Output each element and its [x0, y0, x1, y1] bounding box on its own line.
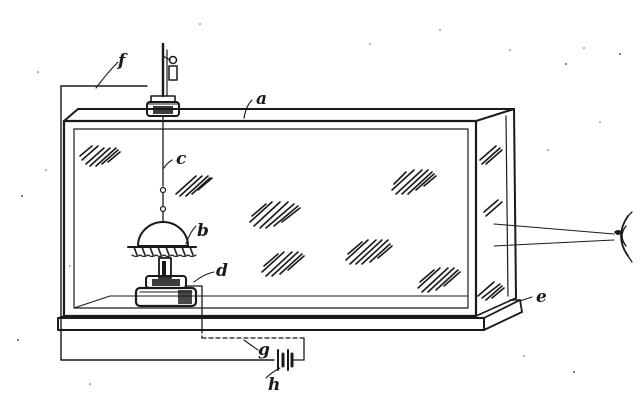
suspension-head: [146, 42, 180, 117]
leader-lines: [95, 61, 533, 379]
eye-viewer: [493, 211, 633, 263]
reference-labels: a b c d e f g h: [117, 51, 547, 395]
wiring: [60, 85, 305, 371]
label-a: a: [256, 89, 267, 109]
label-f: f: [117, 51, 128, 71]
terminal-d: [134, 257, 198, 308]
label-c: c: [176, 149, 187, 169]
label-b: b: [197, 221, 209, 241]
glass-hatching: [79, 145, 505, 301]
label-g: g: [258, 340, 270, 360]
label-d: d: [216, 261, 228, 281]
fibre-c: [159, 115, 167, 223]
glass-case: [62, 108, 517, 318]
label-h: h: [268, 375, 280, 395]
magnet-b: [127, 221, 197, 258]
scan-specks: [17, 23, 621, 385]
label-e: e: [536, 287, 547, 307]
